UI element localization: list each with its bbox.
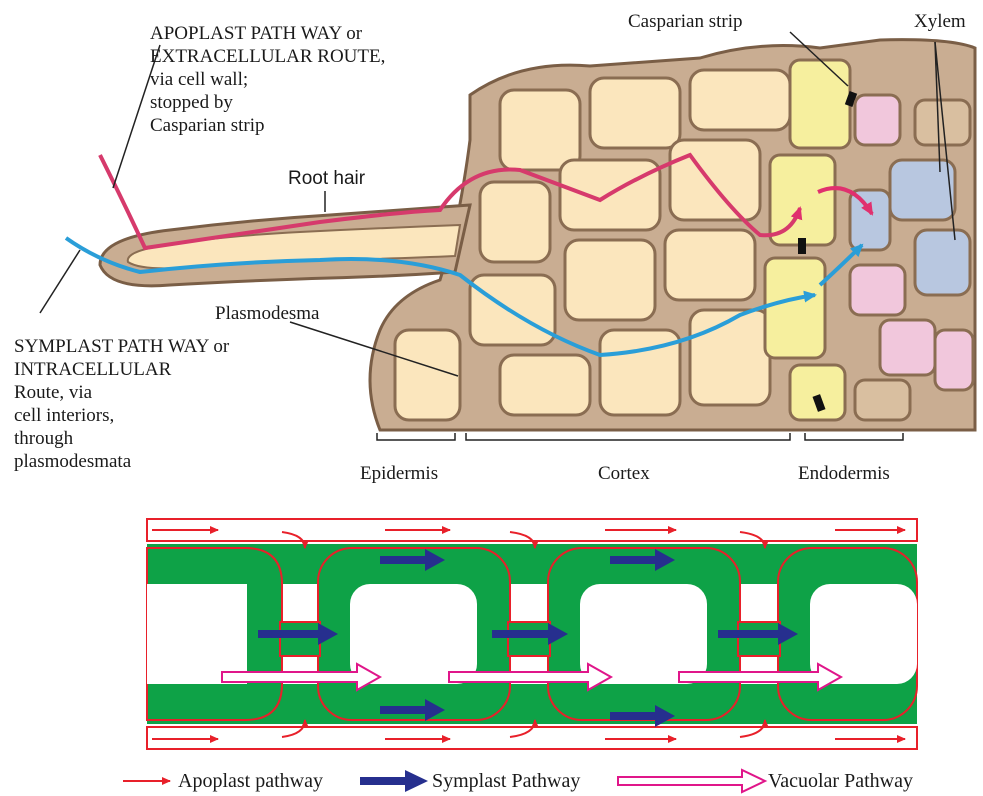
symplast-line-5: through [14, 427, 229, 450]
symplast-line-2: INTRACELLULAR [14, 358, 229, 381]
pathway-schematic [147, 519, 917, 749]
bottom-wall-channel [147, 727, 917, 749]
symplast-line-1: SYMPLAST PATH WAY or [14, 335, 229, 358]
apoplast-line-4: stopped by [150, 91, 385, 114]
legend-symplast-label: Symplast Pathway [432, 770, 580, 793]
casparian-strip-label: Casparian strip [628, 10, 743, 33]
symplast-line-4: cell interiors, [14, 404, 229, 427]
apoplast-line-1: APOPLAST PATH WAY or [150, 22, 385, 45]
epidermis-label: Epidermis [360, 462, 438, 485]
symplast-pathway-label: SYMPLAST PATH WAY or INTRACELLULAR Route… [14, 335, 229, 473]
legend-apoplast-label: Apoplast pathway [178, 770, 323, 793]
legend: Apoplast pathway Symplast Pathway Vacuol… [0, 766, 983, 796]
endodermis-label: Endodermis [798, 462, 890, 485]
apoplast-line-3: via cell wall; [150, 68, 385, 91]
root-hair-label: Root hair [288, 168, 365, 190]
symplast-line-3: Route, via [14, 381, 229, 404]
tissue-brackets [377, 433, 903, 440]
legend-vacuolar-label: Vacuolar Pathway [768, 770, 913, 793]
apoplast-line-2: EXTRACELLULAR ROUTE, [150, 45, 385, 68]
symplast-line-6: plasmodesmata [14, 450, 229, 473]
top-wall-channel [147, 519, 917, 541]
xylem-label: Xylem [914, 10, 966, 33]
plasmodesma-label: Plasmodesma [215, 302, 320, 325]
apoplast-pathway-label: APOPLAST PATH WAY or EXTRACELLULAR ROUTE… [150, 22, 385, 137]
cortex-label: Cortex [598, 462, 650, 485]
apoplast-line-5: Casparian strip [150, 114, 385, 137]
